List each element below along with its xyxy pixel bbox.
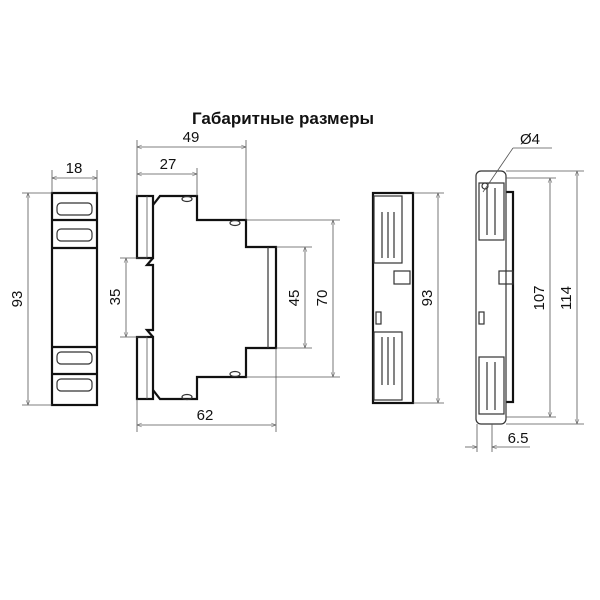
front-view: 18 93: [9, 160, 99, 407]
dim-depth-total: 49: [183, 129, 200, 146]
dim-height: 93: [9, 291, 26, 308]
dim-total-height: 114: [558, 286, 575, 310]
dim-step-height: 70: [314, 290, 331, 307]
dim-offset: 6.5: [508, 430, 529, 447]
led-window: [56, 351, 93, 365]
dim-depth-front: 27: [160, 156, 177, 173]
dim-hole-diameter: Ø4: [520, 131, 540, 148]
dim-front-height: 45: [286, 290, 303, 307]
side-view: 49 27 62 35 45 70: [107, 129, 340, 432]
dim-depth-overall: 62: [197, 407, 214, 424]
back-view: 93: [371, 191, 444, 405]
dim-width: 18: [66, 160, 83, 177]
dim-back-height: 93: [419, 290, 436, 307]
rear-view: Ø4 107 114 6.5: [465, 131, 584, 452]
dim-hole-spacing: 107: [531, 285, 548, 310]
dim-din-rail: 35: [107, 289, 124, 306]
drawing-title: Габаритные размеры: [192, 109, 374, 128]
led-window: [56, 202, 93, 216]
led-window: [56, 228, 93, 242]
led-window: [56, 378, 93, 392]
